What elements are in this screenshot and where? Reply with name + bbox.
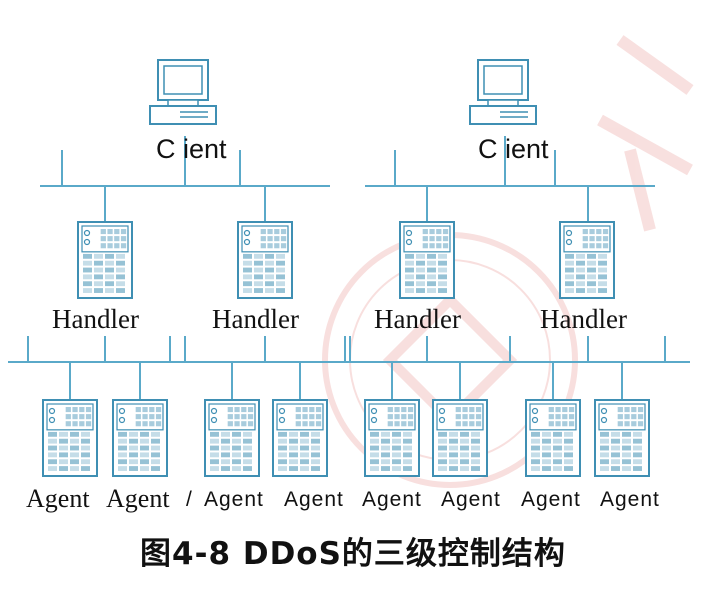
figure-caption: 图4-8 DDoS的三级控制结构	[140, 536, 566, 572]
agent-server-icon	[272, 399, 328, 477]
agent-label: /	[186, 488, 193, 511]
agent-server-icon	[42, 399, 98, 477]
agent-server-icon	[204, 399, 260, 477]
handler-label: Handler	[52, 304, 139, 334]
client-label: C ient	[156, 134, 227, 164]
client-computer-icon	[469, 59, 537, 125]
handler-label: Handler	[212, 304, 299, 334]
handler-label: Handler	[374, 304, 461, 334]
agent-server-icon	[112, 399, 168, 477]
handler-server-icon	[559, 221, 615, 299]
network-lines	[8, 136, 690, 400]
agent-server-icon	[364, 399, 420, 477]
handler-server-icon	[399, 221, 455, 299]
handler-server-icon	[77, 221, 133, 299]
handler-label: Handler	[540, 304, 627, 334]
client-computer-icon	[149, 59, 217, 125]
agent-server-icon	[525, 399, 581, 477]
agent-label: Agent	[106, 484, 170, 513]
agent-label: Agent	[284, 488, 344, 511]
machines	[42, 59, 650, 477]
client-label: C ient	[478, 134, 549, 164]
agent-label: Agent	[600, 488, 660, 511]
handler-server-icon	[237, 221, 293, 299]
agent-label: Agent	[362, 488, 422, 511]
agent-server-icon	[594, 399, 650, 477]
agent-label: Agent	[521, 488, 581, 511]
agent-label: Agent	[204, 488, 264, 511]
agent-server-icon	[432, 399, 488, 477]
agent-label: Agent	[26, 484, 90, 513]
agent-label: Agent	[441, 488, 501, 511]
